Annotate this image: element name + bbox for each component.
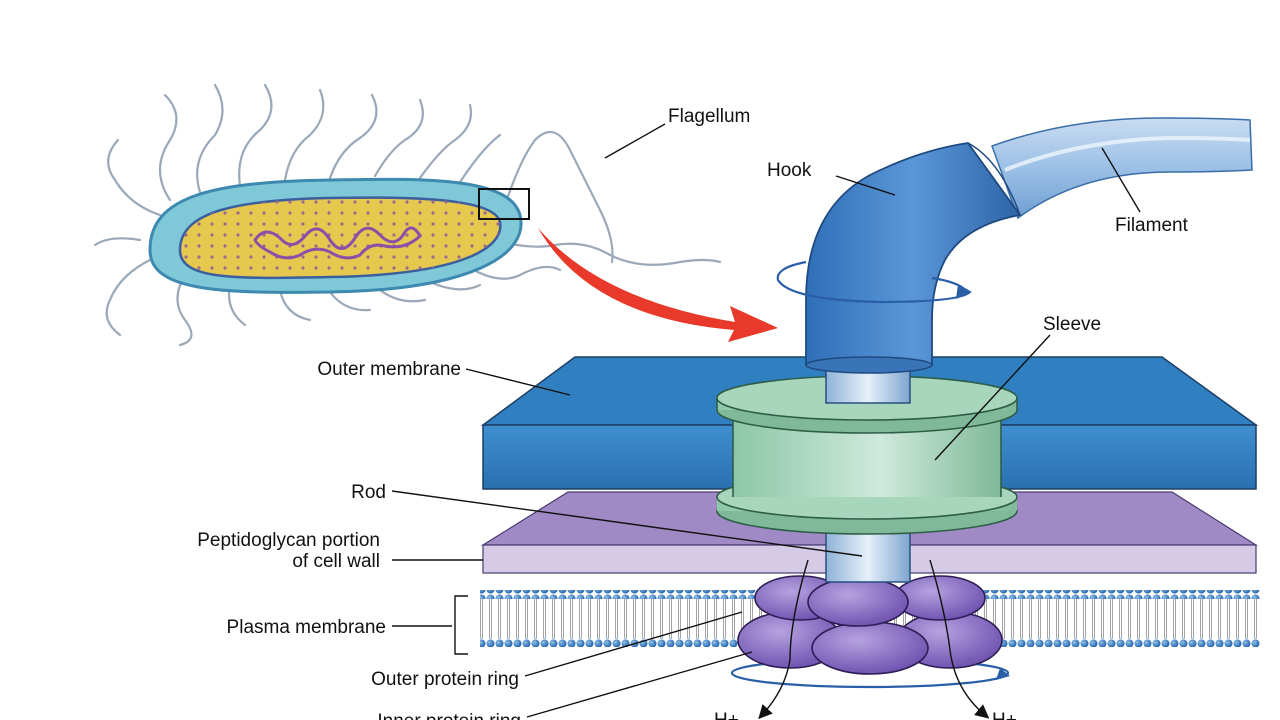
leader-lines bbox=[391, 123, 1141, 718]
label-inner-protein-ring: Inner protein ring bbox=[377, 711, 521, 720]
nucleoid-dna bbox=[253, 226, 422, 260]
label-peptidoglycan-line1: Peptidoglycan portion bbox=[197, 530, 380, 551]
filament bbox=[991, 117, 1253, 220]
label-flagellum: Flagellum bbox=[668, 106, 750, 127]
label-rod: Rod bbox=[351, 482, 386, 503]
hook bbox=[805, 142, 1022, 366]
bacterium-illustration bbox=[93, 83, 722, 347]
label-proton-left: H+ bbox=[714, 710, 739, 720]
label-plasma-membrane: Plasma membrane bbox=[227, 617, 386, 638]
label-outer-membrane: Outer membrane bbox=[317, 359, 461, 380]
proton-flow-arrows bbox=[758, 559, 990, 720]
label-outer-protein-ring: Outer protein ring bbox=[371, 669, 519, 690]
label-filament: Filament bbox=[1115, 215, 1189, 236]
label-sleeve: Sleeve bbox=[1043, 314, 1101, 335]
label-peptidoglycan-line2: of cell wall bbox=[292, 551, 380, 572]
protein-rings bbox=[737, 575, 1003, 675]
rotation-arrow-top bbox=[776, 260, 972, 304]
label-proton-right: H+ bbox=[992, 710, 1017, 720]
label-hook: Hook bbox=[767, 160, 812, 181]
cell-cytoplasm-dots bbox=[180, 197, 501, 278]
zoom-arrow bbox=[538, 228, 778, 342]
rod bbox=[825, 529, 911, 583]
zoom-box bbox=[478, 188, 530, 220]
